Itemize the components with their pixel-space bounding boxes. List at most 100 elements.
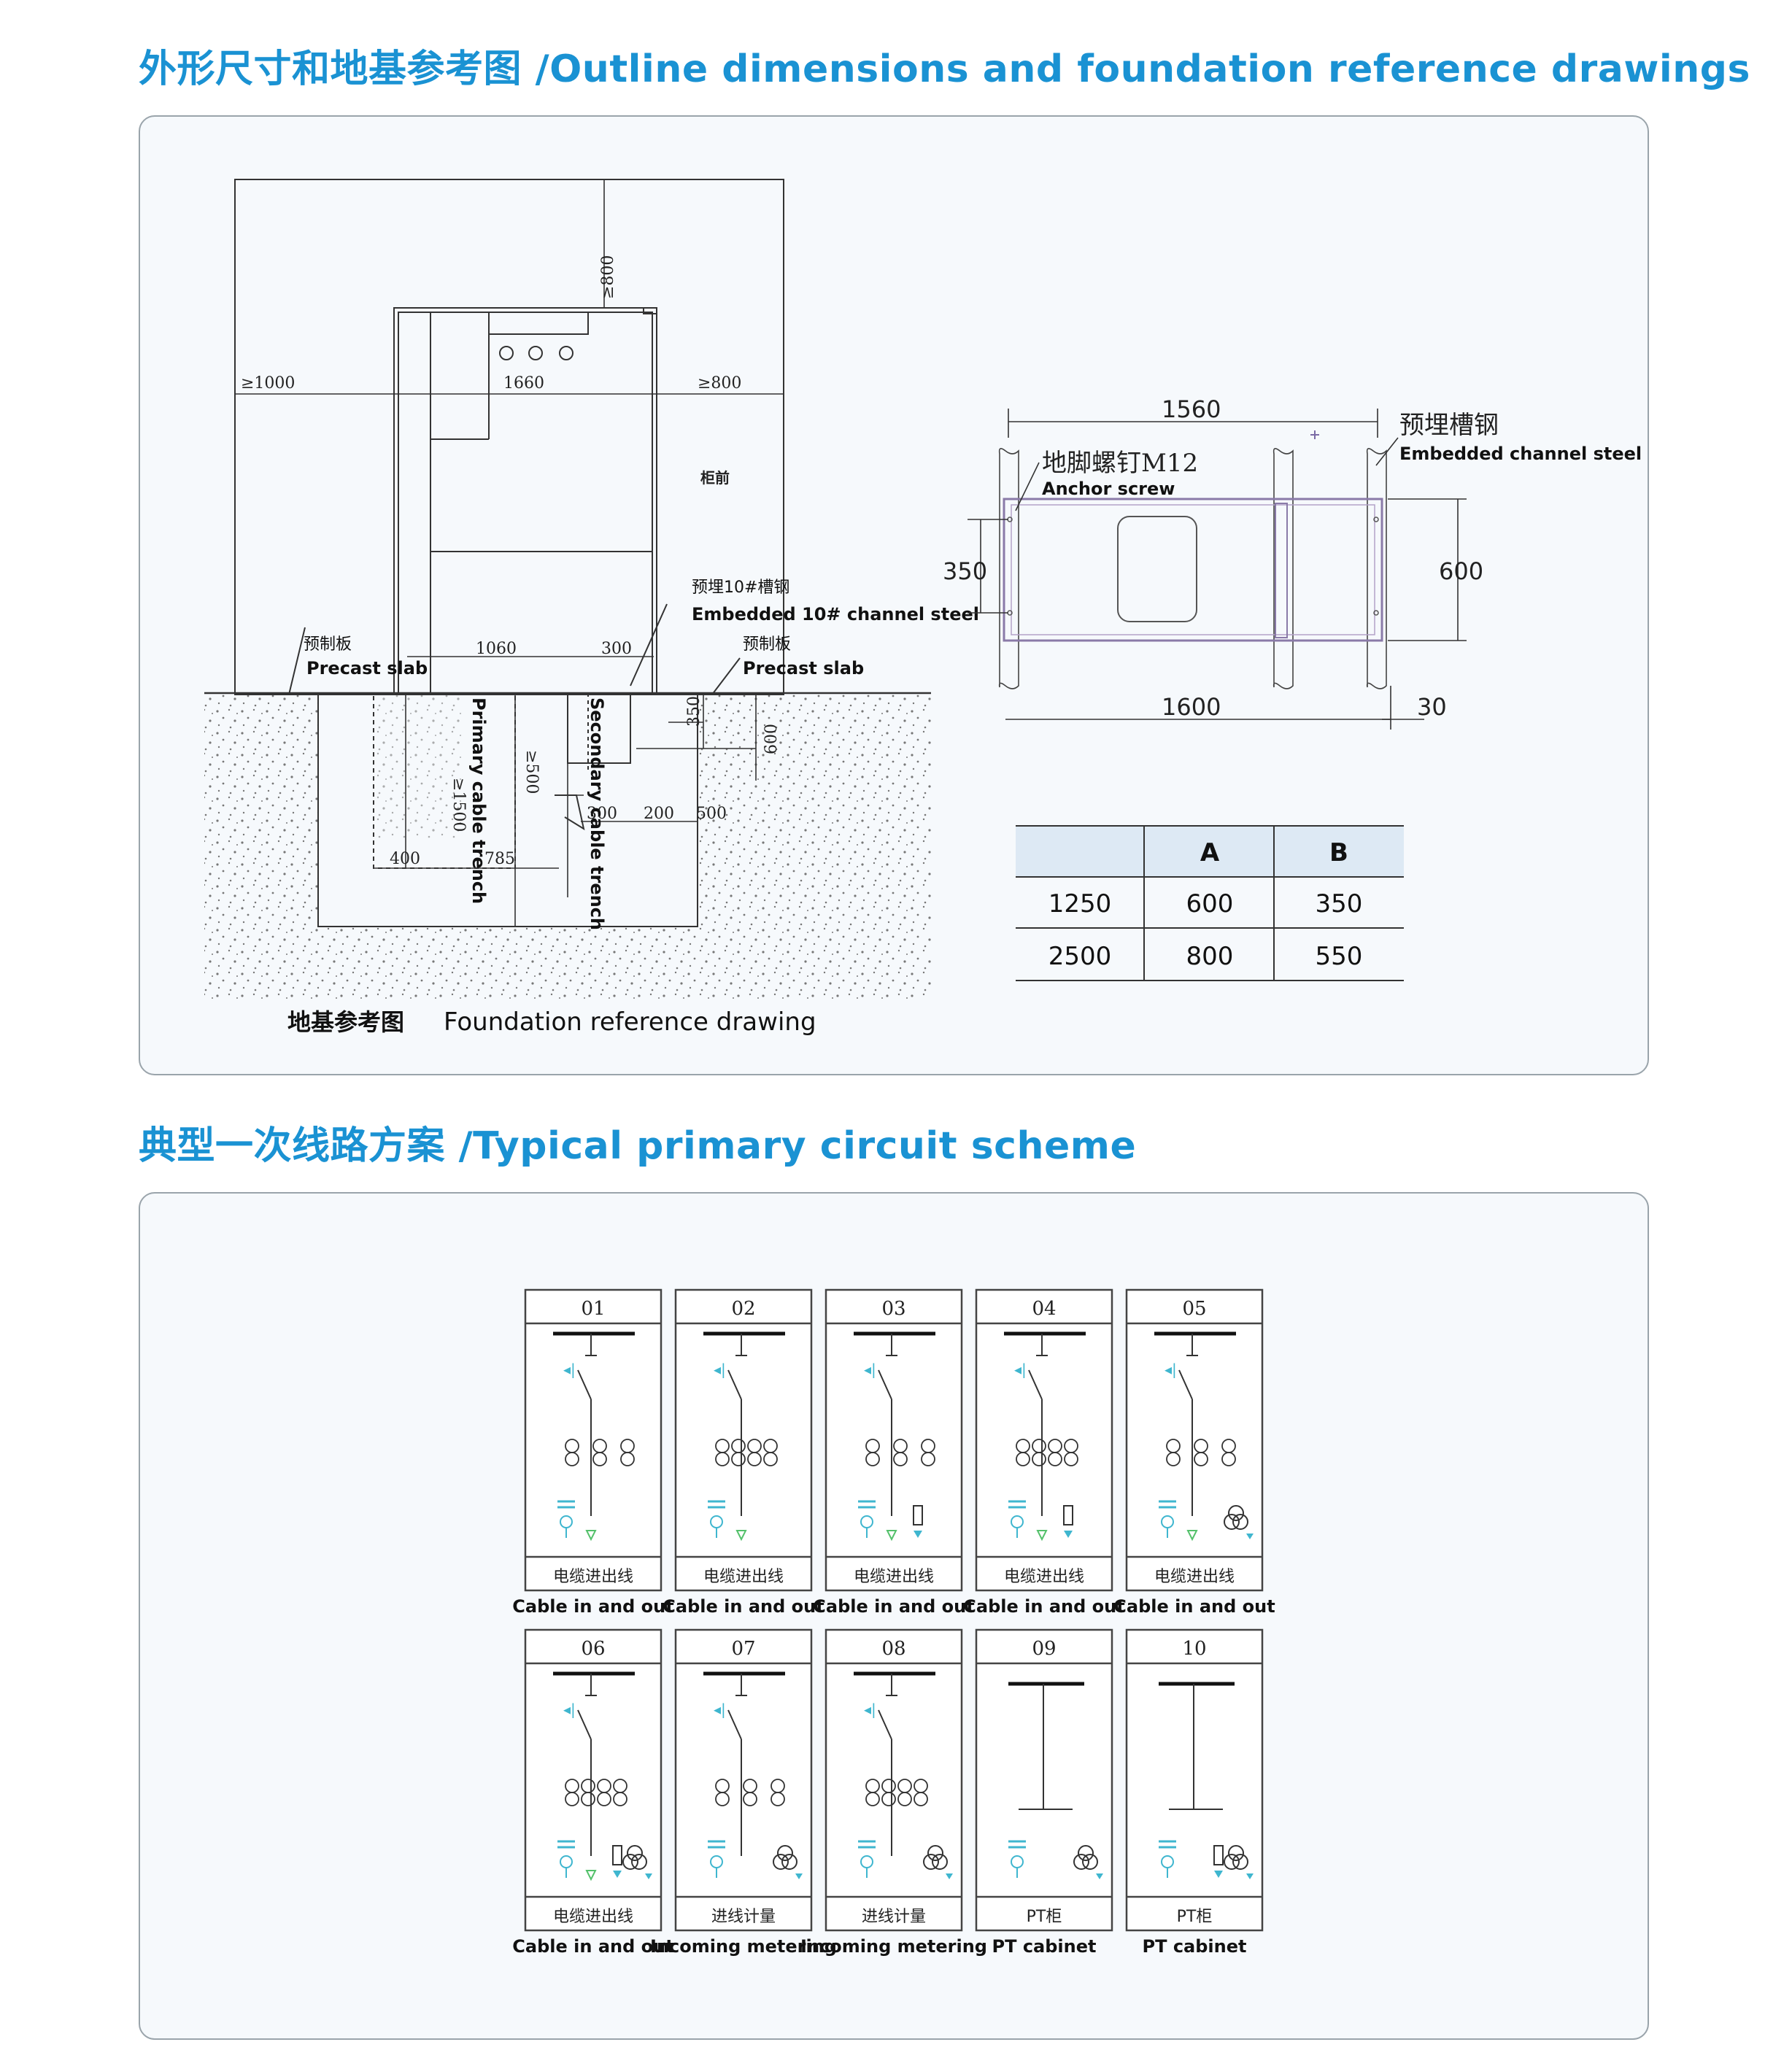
circuit-schemes: 01 电缆进出线 Cable in and out ◂| 02 电缆进出线 Cable in… [512, 1288, 1275, 1957]
embedded10-label-en: Embedded 10# channel steel [692, 604, 979, 624]
scheme-label-cn: 电缆进出线 [854, 1568, 934, 1586]
plan-dim-left: 350 [943, 557, 987, 585]
scheme-card-05: 05 电缆进出线 Cable in and out ◂| [1113, 1288, 1275, 1617]
dim-b300: 300 [587, 805, 617, 823]
scheme-label-cn: 电缆进出线 [1154, 1568, 1235, 1586]
dim-350: 350 [685, 696, 703, 727]
scheme-label-en: Cable in and out [512, 1596, 673, 1617]
plan-anchor-cn: 地脚螺钉M12 [1042, 449, 1198, 478]
svg-text:◂|: ◂| [714, 1701, 726, 1718]
plan-dim-right: 600 [1439, 557, 1483, 585]
plan-anchor-en: Anchor screw [1042, 479, 1175, 499]
section-heading-circuit: 典型一次线路方案 /Typical primary circuit scheme [139, 1124, 1137, 1168]
table-cell: 1250 [1048, 889, 1112, 919]
svg-text:◂|: ◂| [563, 1701, 576, 1718]
dim-inner-width: 1060 [476, 640, 517, 658]
foundation-caption-en: Foundation reference drawing [444, 1008, 816, 1037]
scheme-card-07: 07 进线计量 Incoming metering ◂| [650, 1628, 837, 1957]
svg-text:◂|: ◂| [1014, 1361, 1027, 1378]
scheme-label-en: PT cabinet [1143, 1936, 1247, 1957]
scheme-label-cn: PT柜 [1027, 1908, 1062, 1926]
single-line-diagram [1159, 1682, 1254, 1879]
precast-label-cn-right: 预制板 [743, 635, 791, 654]
circuit-panel: 01 电缆进出线 Cable in and out ◂| 02 电缆进出线 Cable in… [139, 1192, 1649, 2040]
table-cell: 2500 [1048, 942, 1112, 971]
scheme-card-06: 06 电缆进出线 Cable in and out ◂| [512, 1628, 674, 1957]
single-line-diagram: ◂| [553, 1331, 635, 1542]
dim-400: 400 [390, 850, 420, 868]
section-heading-outline: 外形尺寸和地基参考图 /Outline dimensions and found… [139, 47, 1750, 91]
scheme-number: 07 [731, 1638, 755, 1660]
scheme-number: 05 [1182, 1298, 1206, 1320]
scheme-label-en: Cable in and out [1113, 1596, 1275, 1617]
table-header-b: B [1329, 838, 1348, 867]
plan-dim-corner: 30 [1417, 693, 1447, 721]
table-cell: 350 [1316, 889, 1363, 919]
scheme-card-08: 08 进线计量 Incoming metering ◂| [800, 1628, 987, 1957]
primary-trench-label: Primary cable trench [468, 697, 489, 904]
scheme-label-en: Incoming metering [800, 1936, 987, 1957]
single-line-diagram: ◂| [703, 1331, 785, 1542]
scheme-label-cn: PT柜 [1177, 1908, 1213, 1926]
scheme-card-01: 01 电缆进出线 Cable in and out ◂| [512, 1288, 674, 1617]
svg-text:◂|: ◂| [1165, 1361, 1177, 1378]
scheme-label-en: Cable in and out [813, 1596, 974, 1617]
cabinet [393, 307, 657, 694]
table-cell: 800 [1186, 942, 1234, 971]
svg-text:◂|: ◂| [714, 1361, 726, 1378]
scheme-number: 04 [1032, 1298, 1056, 1320]
scheme-number: 08 [881, 1638, 905, 1660]
dim-600: 600 [762, 724, 781, 754]
scheme-label-en: Cable in and out [512, 1936, 673, 1957]
dim-left-clear: ≥1000 [241, 374, 295, 392]
front-label: 柜前 [700, 469, 730, 487]
plan-embedded-en: Embedded channel steel [1399, 444, 1642, 464]
dimension-table: A B 1250 600 350 2500 800 550 [1016, 825, 1404, 981]
svg-text:◂|: ◂| [864, 1361, 876, 1378]
table-cell: 600 [1186, 889, 1234, 919]
dim-right-clear: ≥800 [698, 374, 741, 392]
outline-drawing: ≥1000 1660 ≥800 ≥800 柜前 1060 300 ≥500 ≥1… [204, 179, 1642, 1037]
dim-b200: 200 [644, 805, 674, 823]
embedded10-label-cn: 预埋10#槽钢 [692, 579, 789, 597]
dim-trench-width: 300 [601, 640, 632, 658]
single-line-diagram: ◂| [854, 1671, 953, 1879]
dim-depth-1500: ≥1500 [449, 778, 468, 832]
precast-label-en-right: Precast slab [743, 658, 864, 678]
scheme-card-03: 03 电缆进出线 Cable in and out ◂| [813, 1288, 975, 1617]
plan-view: 1560 1600 350 600 30 预埋槽钢 Embedded chann… [943, 395, 1642, 730]
scheme-card-02: 02 电缆进出线 Cable in and out ◂| [663, 1288, 824, 1617]
ground-hatch [204, 693, 931, 999]
table-cell: 550 [1316, 942, 1363, 971]
scheme-label-cn: 进线计量 [862, 1908, 926, 1926]
dim-b500: 500 [696, 805, 727, 823]
scheme-number: 01 [581, 1298, 605, 1320]
scheme-label-en: Incoming metering [650, 1936, 837, 1957]
scheme-label-cn: 进线计量 [711, 1908, 776, 1926]
precast-label-cn-left: 预制板 [304, 635, 352, 654]
plan-dim-top: 1560 [1162, 395, 1221, 423]
precast-label-en-left: Precast slab [306, 658, 428, 678]
scheme-number: 06 [581, 1638, 605, 1660]
svg-text:◂|: ◂| [563, 1361, 576, 1378]
scheme-label-cn: 电缆进出线 [553, 1908, 633, 1926]
scheme-label-cn: 电缆进出线 [703, 1568, 784, 1586]
scheme-label-en: Cable in and out [663, 1596, 824, 1617]
secondary-trench-label: Secondary cable trench [587, 697, 607, 930]
scheme-label-cn: 电缆进出线 [553, 1568, 633, 1586]
single-line-diagram: ◂| [1154, 1331, 1254, 1542]
single-line-diagram: ◂| [703, 1671, 803, 1879]
foundation-caption-cn: 地基参考图 [287, 1008, 404, 1036]
scheme-number: 09 [1032, 1638, 1056, 1660]
scheme-label-en: Cable in and out [963, 1596, 1124, 1617]
scheme-number: 03 [881, 1298, 905, 1320]
plan-dim-bottom: 1600 [1162, 693, 1221, 721]
scheme-number: 10 [1182, 1638, 1206, 1660]
dim-depth-500: ≥500 [522, 750, 541, 794]
scheme-number: 02 [731, 1298, 755, 1320]
outline-panel: ≥1000 1660 ≥800 ≥800 柜前 1060 300 ≥500 ≥1… [139, 115, 1649, 1075]
svg-text:◂|: ◂| [864, 1701, 876, 1718]
single-line-diagram: ◂| [1004, 1331, 1086, 1542]
